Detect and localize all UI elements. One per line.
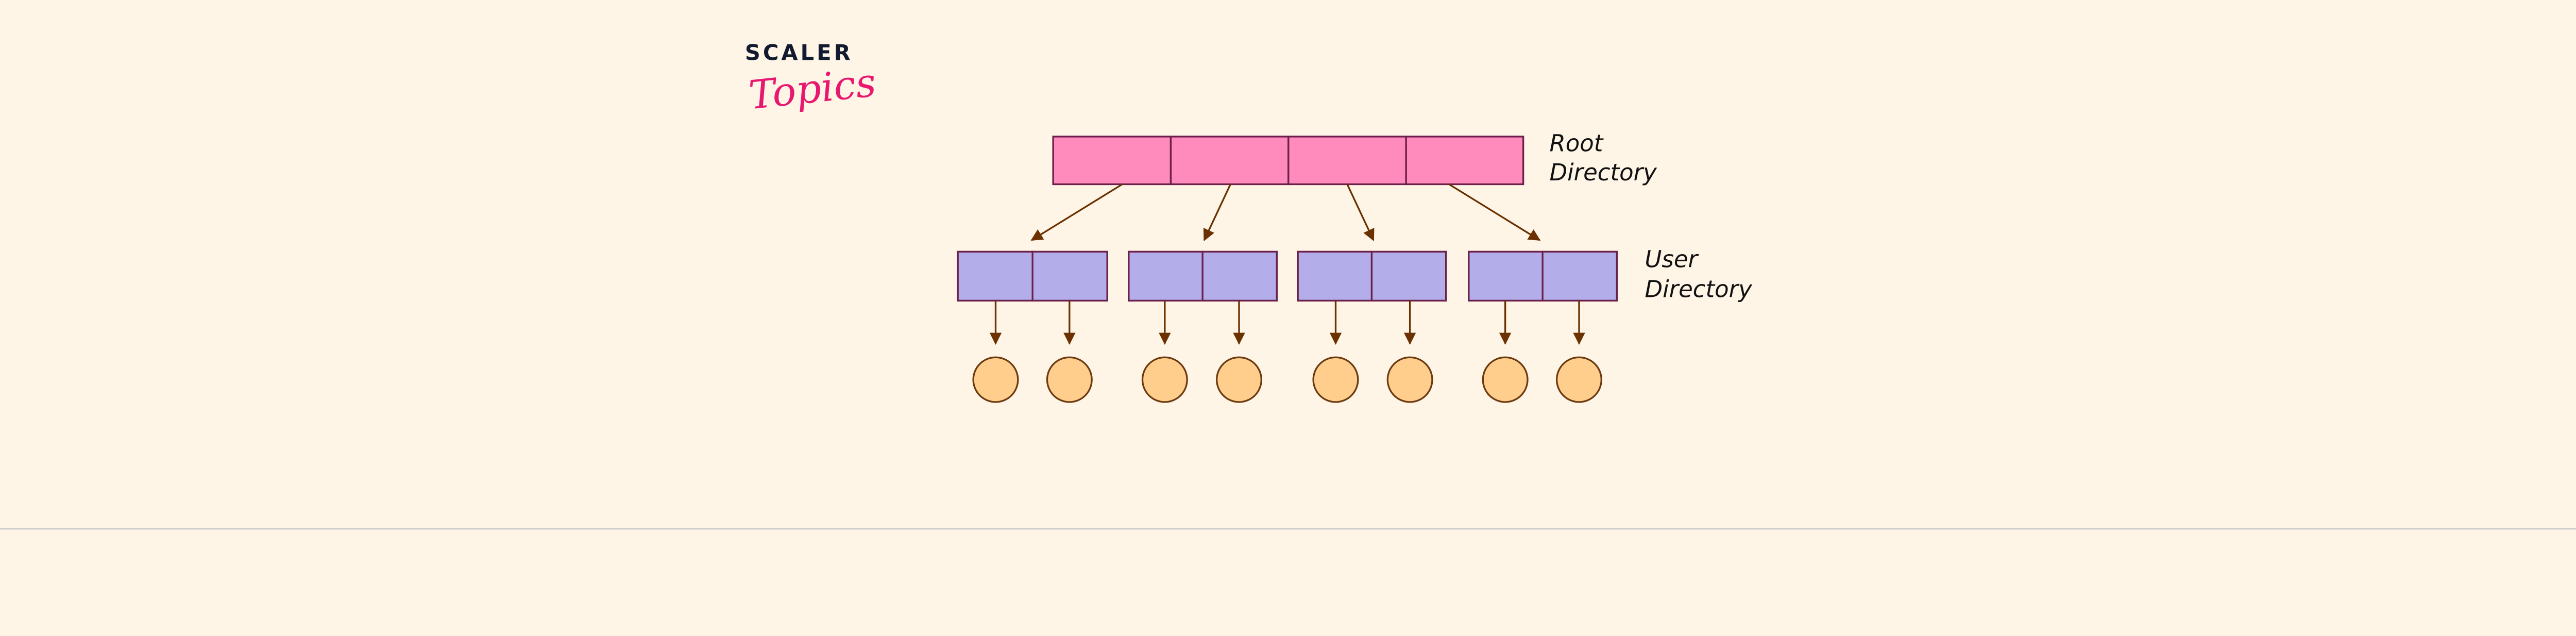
arrow — [1448, 183, 1541, 241]
file-node — [1482, 356, 1529, 403]
user-cell — [1297, 250, 1373, 302]
root-cell — [1170, 136, 1290, 186]
two-level-directory-diagram: SCALER Topics Root Directory User Direct… — [0, 40, 2576, 530]
file-node — [1312, 356, 1359, 403]
user-cell — [1468, 250, 1544, 302]
root-cell — [1287, 136, 1407, 186]
file-arrows — [989, 300, 1585, 345]
root-label-line2: Directory — [1549, 159, 1657, 186]
user-label-line2: Directory — [1645, 276, 1753, 303]
user-cell — [1201, 250, 1278, 302]
user-directories — [957, 250, 1618, 302]
root-cell — [1052, 136, 1172, 186]
file-node — [972, 356, 1019, 403]
root-directory — [1052, 136, 1524, 186]
file-node — [1141, 356, 1188, 403]
user-cell — [1370, 250, 1447, 302]
logo-topics-text: Topics — [747, 60, 878, 119]
root-arrows — [1030, 183, 1541, 241]
logo-scaler-text: SCALER — [745, 40, 853, 65]
arrow — [1203, 183, 1231, 241]
user-cell — [1541, 250, 1618, 302]
user-cell — [1031, 250, 1108, 302]
logo: SCALER Topics — [745, 40, 878, 119]
user-label-line1: User — [1645, 245, 1699, 273]
arrow — [1346, 183, 1375, 241]
file-node — [1386, 356, 1433, 403]
user-cell — [1128, 250, 1204, 302]
arrow — [1030, 183, 1123, 241]
files — [972, 356, 1602, 403]
user-cell — [957, 250, 1033, 302]
root-label-line1: Root — [1549, 129, 1604, 157]
file-node — [1555, 356, 1602, 403]
file-node — [1215, 356, 1262, 403]
root-cell — [1405, 136, 1524, 186]
file-node — [1046, 356, 1093, 403]
